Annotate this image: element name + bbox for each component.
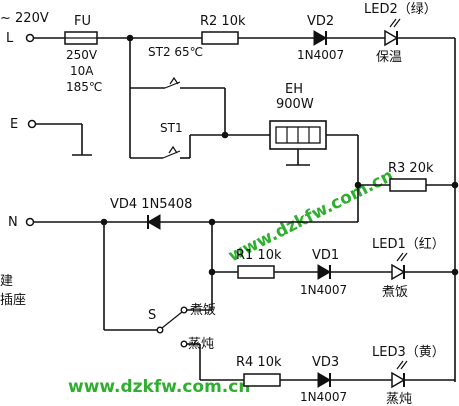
vd1-label: VD1 [312,248,339,263]
fuse-rating-voltage: 250V [66,48,98,62]
switch-contact-cook [180,306,188,314]
led1-rays [396,252,408,262]
vd2-part: 1N4007 [297,48,344,62]
fuse-rating-current: 10A [70,64,94,78]
led2-label: LED2（绿） [364,2,437,17]
led2-mode: 保温 [376,50,402,65]
terminal-e-label: E [10,117,18,132]
led2-symbol [384,29,399,47]
switch-name: S [148,308,156,323]
st1-label: ST1 [160,121,183,135]
vd1-part: 1N4007 [300,283,347,297]
terminal-n-label: N [8,215,18,230]
led3-label: LED3（黄） [372,345,445,360]
supply-voltage-label: ~ 220V [0,11,49,26]
resistor-r1 [237,265,275,279]
vd3-label: VD3 [312,355,339,370]
switch-s-pivot [156,326,164,334]
resistor-r2 [201,31,239,45]
watermark-bottom: www.dzkfw.com.cn [68,377,250,397]
diode-vd4 [147,214,161,230]
led3-mode: 蒸炖 [386,392,412,406]
resistor-r3 [389,178,427,192]
terminal-n [25,217,35,227]
terminal-l-label: L [6,31,14,46]
led2-rays [389,18,401,28]
terminal-l [25,33,35,43]
st1-symbol [168,145,178,154]
r1-label: R1 10k [236,248,282,263]
st2-label: ST2 65℃ [148,45,203,59]
r2-label: R2 10k [200,14,246,29]
r4-label: R4 10k [236,355,282,370]
led1-symbol [391,263,406,281]
terminal-e [27,119,37,129]
switch-contact-steam [180,340,188,348]
led3-symbol [391,371,406,389]
diode-vd2 [313,30,327,46]
heater-power: 900W [276,97,314,112]
left-fragment-2: 插座 [0,293,26,308]
fuse-name: FU [74,14,91,29]
diode-vd3 [317,372,331,388]
diode-vd1 [317,264,331,280]
heater-name: EH [285,82,303,97]
led1-label: LED1（红） [372,236,445,252]
vd2-label: VD2 [307,14,334,29]
vd4-label: VD4 1N5408 [110,197,192,212]
left-fragment-1: 建 [0,274,13,289]
r3-label: R3 20k [388,161,434,176]
vd3-part: 1N4007 [300,390,347,404]
switch-pos-steam: 蒸炖 [188,337,214,352]
fuse-rating-temp: 185℃ [66,80,102,94]
resistor-r4 [243,373,281,387]
led3-rays [396,360,408,370]
led1-mode: 煮饭 [382,285,408,300]
st2-symbol [169,76,179,85]
